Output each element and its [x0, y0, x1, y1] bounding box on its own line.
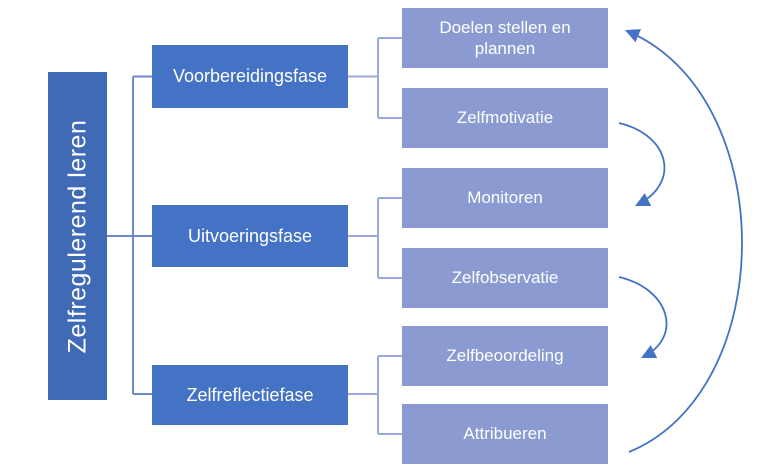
connector-phase3-to-subs	[348, 355, 402, 435]
subprocess-label: Doelen stellen en plannen	[439, 17, 571, 58]
root-label: Zelfregulerend leren	[63, 119, 91, 353]
subprocess-label: Zelfbeoordeling	[446, 346, 564, 366]
connector-root-to-phases	[107, 75, 152, 395]
node-zelfregulerend-leren: Zelfregulerend leren	[48, 72, 107, 400]
node-monitoren: Monitoren	[402, 168, 608, 228]
arrow-zelfmotivatie-to-monitoren	[618, 122, 666, 206]
phase-label: Uitvoeringsfase	[187, 225, 313, 246]
phase-label: Voorbereidingsfase	[172, 66, 328, 86]
node-doelen-stellen-en-plannen: Doelen stellen en plannen	[402, 8, 608, 68]
node-zelfmotivatie: Zelfmotivatie	[402, 88, 608, 148]
subprocess-label: Monitoren	[467, 188, 543, 208]
phase-label: Zelfreflectiefase	[186, 384, 314, 405]
arrow-attribueren-to-doelen	[625, 29, 743, 453]
node-zelfreflectiefase: Zelfreflectiefase	[152, 365, 348, 425]
connector-phase2-to-subs	[348, 197, 402, 279]
connector-phase1-to-subs	[348, 37, 402, 119]
node-voorbereidingsfase: Voorbereidingsfase	[152, 45, 348, 108]
subprocess-label: Zelfmotivatie	[456, 108, 554, 128]
subprocess-label: Attribueren	[463, 424, 547, 444]
node-zelfobservatie: Zelfobservatie	[402, 248, 608, 308]
node-uitvoeringsfase: Uitvoeringsfase	[152, 205, 348, 267]
arrow-zelfobservatie-to-zelfbeoordeling	[618, 276, 668, 358]
subprocess-label: Zelfobservatie	[451, 268, 559, 288]
node-attribueren: Attribueren	[402, 404, 608, 464]
node-zelfbeoordeling: Zelfbeoordeling	[402, 326, 608, 386]
